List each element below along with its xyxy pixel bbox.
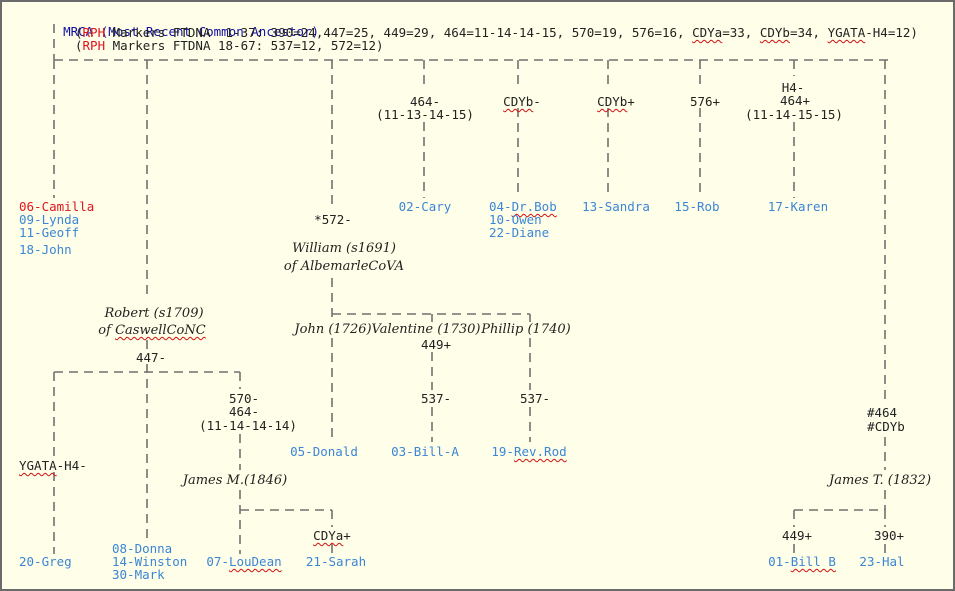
marker-hash-cdyb: #CDYb (867, 419, 905, 434)
marker-464-value: (11-13-14-15) (376, 107, 474, 122)
person-john: 18-John (19, 242, 72, 257)
marker-hash-464: #464 (866, 405, 898, 420)
person-lynda: 09-Lynda (19, 212, 80, 227)
ancestor-james-t: James T. (1832) (828, 473, 932, 488)
marker-464-minus: 464- (409, 94, 441, 109)
person-loudean: 07-LouDean (206, 555, 281, 568)
person-name: Bill B (790, 554, 836, 569)
markers-text: =34, (789, 25, 828, 40)
marker-464-value-karen: (11-14-15-15) (745, 107, 843, 122)
marker-cdyb-minus: CDYb- (503, 95, 541, 108)
person-karen: 17-Karen (767, 199, 829, 214)
person-hal: 23-Hal (859, 554, 905, 569)
person-rev-rod: 19-Rev.Rod (491, 445, 566, 458)
paren: ( (75, 38, 83, 53)
place-prefix: of (98, 323, 116, 338)
marker-537-minus: 537- (519, 391, 551, 406)
marker-h4-minus: H4- (781, 80, 805, 95)
person-number: 04- (489, 199, 512, 214)
mrca-label: MRCA (63, 24, 94, 39)
marker-sign: -H4- (56, 458, 87, 473)
person-dr-bob: 04-Dr.Bob (489, 200, 557, 213)
person-diane: 22-Diane (489, 225, 550, 240)
marker-sign: + (627, 94, 635, 109)
person-number: 07- (206, 554, 229, 569)
marker-cdya-plus: CDYa+ (313, 529, 351, 542)
markers-text: Markers FTDNA 18-67: 537=12, 572=12) (105, 38, 384, 53)
marker-449-plus: 449+ (420, 337, 452, 352)
ygata-term: YGATA (827, 25, 866, 40)
place-name: CaswellCoNC (115, 323, 206, 338)
ygata-term: YGATA (19, 458, 57, 473)
person-cary: 02-Cary (398, 199, 452, 214)
person-greg: 20-Greg (19, 554, 72, 569)
ancestor-phillip: Phillip (1740) (481, 322, 571, 337)
cdyb-term: CDYb (759, 25, 790, 40)
ancestor-robert: Robert (s1709) (104, 306, 204, 321)
person-owen: 10-Owen (489, 212, 542, 227)
person-name: LouDean (228, 554, 282, 569)
markers-text: Markers FTDNA 1-37: 390=24,447=25, 449=2… (105, 25, 693, 40)
markers-line-2: (RPH Markers FTDNA 18-67: 537=12, 572=12… (75, 39, 384, 52)
marker-464-plus: 464+ (779, 93, 811, 108)
person-name: Rev.Rod (513, 444, 567, 459)
person-winston: 14-Winston (112, 554, 188, 569)
ancestor-william-place: of AlbemarleCoVA (283, 259, 405, 274)
person-donald: 05-Donald (290, 444, 358, 459)
cdyb-term: CDYb (597, 94, 628, 109)
cdya-term: CDYa (692, 25, 723, 40)
marker-576-plus: 576+ (689, 94, 721, 109)
person-bill-a: 03-Bill-A (391, 444, 459, 459)
mrca-description: (Most Recent Common Ancestor) (100, 24, 319, 39)
marker-537-minus: 537- (420, 391, 452, 406)
cdyb-term: CDYb (503, 94, 534, 109)
marker-572-minus: *572- (314, 212, 352, 227)
marker-sign: + (343, 528, 351, 543)
ancestor-valentine: Valentine (1730) (371, 322, 481, 337)
person-camilla: 06-Camilla (19, 199, 95, 214)
cdya-term: CDYa (313, 528, 344, 543)
paren: ( (75, 25, 83, 40)
ancestor-john-1726: John (1726) (294, 322, 372, 337)
person-mark: 30-Mark (112, 567, 165, 582)
person-name: Dr.Bob (511, 199, 557, 214)
ancestor-james-m: James M.(1846) (182, 473, 288, 488)
person-number: 01- (768, 554, 791, 569)
marker-449-plus: 449+ (781, 528, 813, 543)
mrca-title: MRCA (Most Recent Common Ancestor) (33, 12, 319, 51)
person-rob: 15-Rob (674, 199, 720, 214)
marker-464-minus: 464- (228, 404, 260, 419)
markers-text: -H4=12) (865, 25, 918, 40)
marker-cdyb-plus: CDYb+ (597, 95, 635, 108)
marker-390-plus: 390+ (873, 528, 905, 543)
person-sandra: 13-Sandra (582, 199, 650, 214)
marker-ygata-h4-minus: YGATA-H4- (19, 459, 87, 472)
ancestor-robert-place: of CaswellCoNC (98, 323, 205, 339)
rph-tag: RPH (82, 38, 106, 53)
ancestor-william: William (s1691) (292, 241, 396, 256)
marker-570-minus: 570- (228, 391, 260, 406)
person-number: 19- (491, 444, 514, 459)
person-sarah: 21-Sarah (305, 554, 367, 569)
marker-sign: - (533, 94, 541, 109)
rph-tag: RPH (82, 25, 106, 40)
person-bill-b: 01-Bill B (768, 555, 836, 568)
marker-464-value: (11-14-14-14) (199, 418, 297, 433)
person-geoff: 11-Geoff (19, 225, 80, 240)
markers-text: =33, (722, 25, 760, 40)
markers-line-1: (RPH Markers FTDNA 1-37: 390=24,447=25, … (75, 26, 918, 39)
marker-447-minus: 447- (135, 350, 167, 365)
person-donna: 08-Donna (112, 541, 173, 556)
